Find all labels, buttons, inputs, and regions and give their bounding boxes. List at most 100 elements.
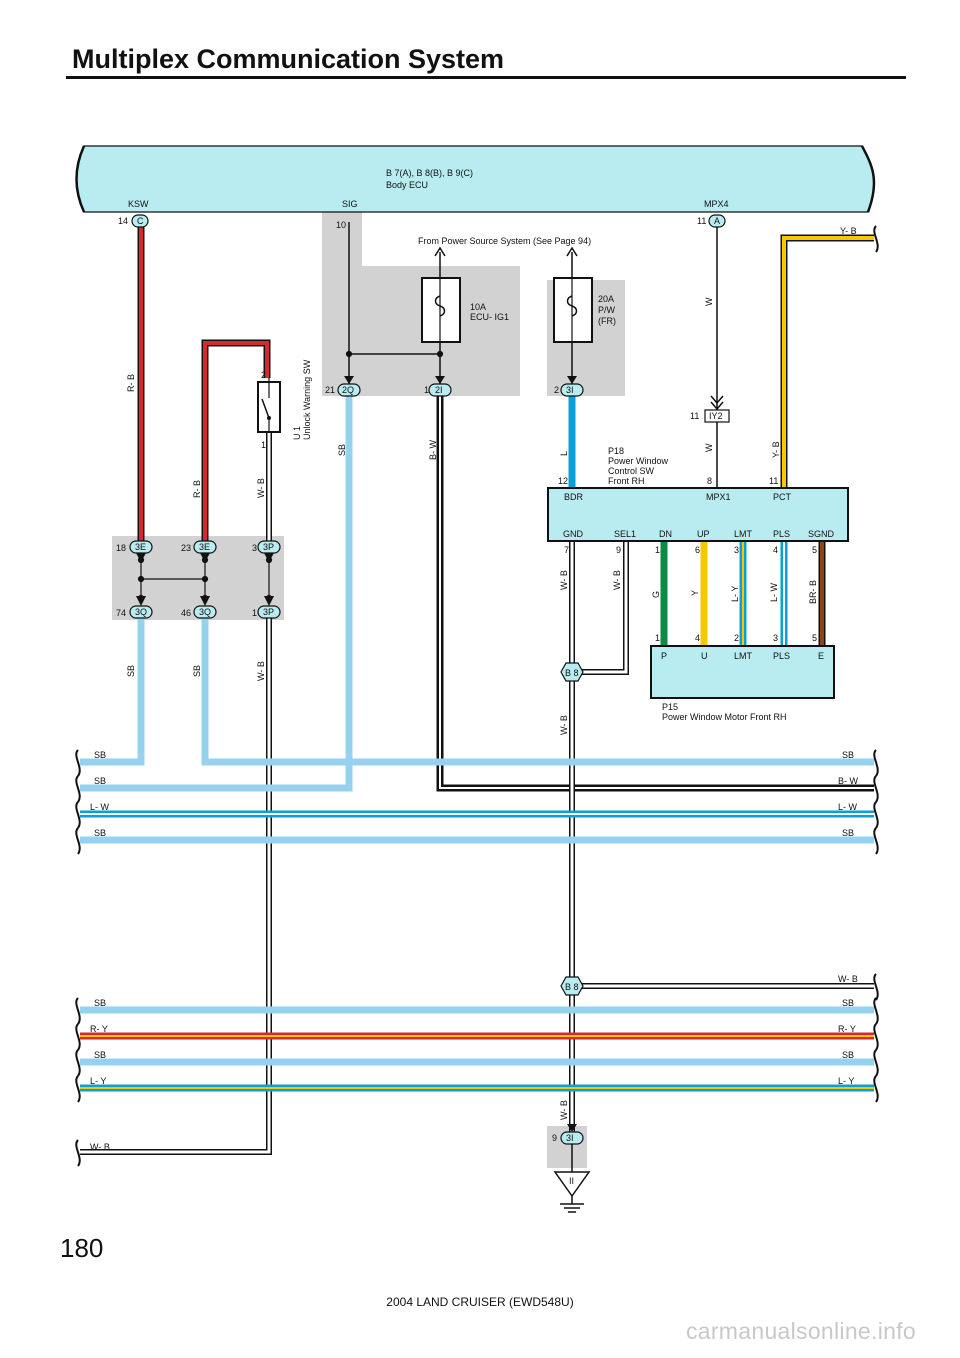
lbl-sb-sig: SB (337, 444, 347, 456)
p15-n1: 1 (655, 633, 660, 643)
pin-n46: 46 (181, 608, 191, 618)
p18-pin-pls: PLS (773, 529, 790, 539)
lbl-wb-sw: W- B (256, 478, 266, 498)
bus-labels: SB SB L- W SB SB B- W L- W SB SB R- Y SB… (90, 750, 859, 1152)
p15-id: P15 (662, 702, 678, 712)
p18-pin-pct: PCT (773, 492, 792, 502)
fuse-ecu-ig1: 10A ECU- IG1 (421, 246, 509, 390)
ground-label: II (569, 1176, 574, 1186)
fuse-ecu-ig1-name: ECU- IG1 (470, 312, 509, 322)
pin-sw2: 2 (261, 370, 266, 380)
lbl-w-top: W (704, 297, 714, 306)
p18-power-window-switch: BDR MPX1 PCT GND SEL1 DN UP LMT PLS SGND… (547, 446, 849, 542)
wire-bw (436, 396, 874, 792)
lbl-yb-h: Y- B (840, 226, 857, 236)
conn-2q: 2Q (342, 385, 354, 395)
joint-b8-label-2: B 8 (565, 982, 579, 992)
conn-3i: 3I (566, 385, 574, 395)
fuse-pw-rating: 20A (598, 294, 614, 304)
lbl-l: L (559, 451, 569, 456)
pin-sig: SIG (342, 199, 358, 209)
conn-3e-23: 3E (199, 542, 210, 552)
pin-mpx4: MPX4 (704, 199, 729, 209)
p15-pin-p: P (661, 651, 667, 661)
pin-n11p: 11 (769, 476, 778, 486)
watermark: carmanualsonline.info (685, 1318, 916, 1344)
fuse-ecu-ig1-rating: 10A (470, 302, 486, 312)
body-ecu: B 7(A), B 8(B), B 9(C) Body ECU KSW SIG … (75, 145, 876, 213)
bus2-left-0: SB (94, 998, 106, 1008)
p15-n5: 5 (812, 633, 817, 643)
bus2-left-1: R- Y (90, 1024, 108, 1034)
bus-left-1: SB (94, 776, 106, 786)
lbl-wb-gnd: W- B (559, 570, 569, 590)
bus2-left-3: L- Y (90, 1076, 106, 1086)
connector-iy2-label: IY2 (709, 411, 723, 421)
lbl-bw: B- W (428, 439, 438, 460)
pin-sw1: 1 (261, 440, 266, 450)
pin-n9: 9 (552, 1133, 557, 1143)
pin-n10: 10 (336, 220, 346, 230)
p18-n5: 5 (812, 545, 817, 555)
p18-name-2: Control SW (608, 466, 655, 476)
bus2-right-4: L- Y (838, 1076, 854, 1086)
p18-n7: 7 (564, 545, 569, 555)
pin-n8: 8 (707, 476, 712, 486)
bus-right-2: L- W (838, 802, 858, 812)
lbl-wb-low: W- B (256, 661, 266, 681)
junction-block-shading (112, 212, 625, 1168)
lbl-brb: BR- B (808, 580, 818, 604)
pin-n23: 23 (181, 543, 191, 553)
bus-left-3: SB (94, 828, 106, 838)
pin-n11a: 11 (697, 216, 706, 226)
conn-3e-18: 3E (135, 542, 146, 552)
joint-b8-label-1: B 8 (565, 668, 579, 678)
source-note: From Power Source System (See Page 94) (418, 236, 591, 246)
conn-c: C (137, 216, 144, 226)
footer-model: 2004 LAND CRUISER (EWD548U) (386, 1295, 574, 1309)
page-title: Multiplex Communication System (72, 44, 505, 74)
lbl-wb-b8: W- B (559, 715, 569, 735)
p15-name: Power Window Motor Front RH (662, 712, 787, 722)
lbl-rb-ksw: R- B (126, 374, 136, 392)
joint-connector-b8: B 8 B 8 (560, 662, 584, 996)
p18-name-1: Power Window (608, 456, 669, 466)
fuse-pw-fr: 20A P/W (FR) (553, 246, 616, 390)
pin-n12: 12 (558, 476, 568, 486)
bus-right-1: B- W (838, 776, 859, 786)
p18-pin-up: UP (697, 529, 710, 539)
pin-n74: 74 (116, 608, 126, 618)
wire-color-labels: R- B R- B W- B SB B- W L W W Y- B Y- B S… (126, 226, 857, 1120)
p15-pin-lmt: LMT (734, 651, 753, 661)
connector-labels: C A 2Q 2I 3I 3E 3E 3P 3Q 3Q 3P 3I (135, 216, 720, 1143)
p18-n4: 4 (773, 545, 778, 555)
p18-pin-sel1: SEL1 (614, 529, 636, 539)
p15-pin-pls: PLS (773, 651, 790, 661)
wire-sb-2 (201, 612, 874, 766)
pin-numbers: 14 11 10 21 1 2 11 12 8 11 2 1 18 23 3 7… (116, 216, 817, 1143)
lbl-lw: L- W (769, 582, 779, 602)
p18-pin-sgnd: SGND (808, 529, 835, 539)
pin-n1: 1 (424, 385, 429, 395)
bus2-right-0: W- B (838, 974, 858, 984)
fuse-pw-name: P/W (598, 305, 616, 315)
conn-3i-9: 3I (566, 1133, 574, 1143)
ground-symbol: II (553, 1171, 591, 1213)
p18-pin-dn: DN (659, 529, 672, 539)
lbl-yb-v: Y- B (771, 441, 781, 458)
p15-n4: 4 (695, 633, 700, 643)
p18-pin-gnd: GND (563, 529, 584, 539)
p18-pin-bdr: BDR (564, 492, 584, 502)
ecu-name-line2: Body ECU (386, 180, 428, 190)
p18-n1: 1 (655, 545, 660, 555)
p18-pin-lmt: LMT (734, 529, 753, 539)
unlock-warning-switch: U 1 Unlock Warning SW (257, 359, 312, 440)
conn-a: A (714, 216, 720, 226)
bus2-right-1: SB (842, 998, 854, 1008)
lbl-sb1: SB (126, 665, 136, 677)
switch-u1-name: Unlock Warning SW (302, 359, 312, 440)
wire-wb-long (80, 612, 272, 1155)
conn-3p-3: 3P (263, 542, 274, 552)
p18-n6: 6 (695, 545, 700, 555)
